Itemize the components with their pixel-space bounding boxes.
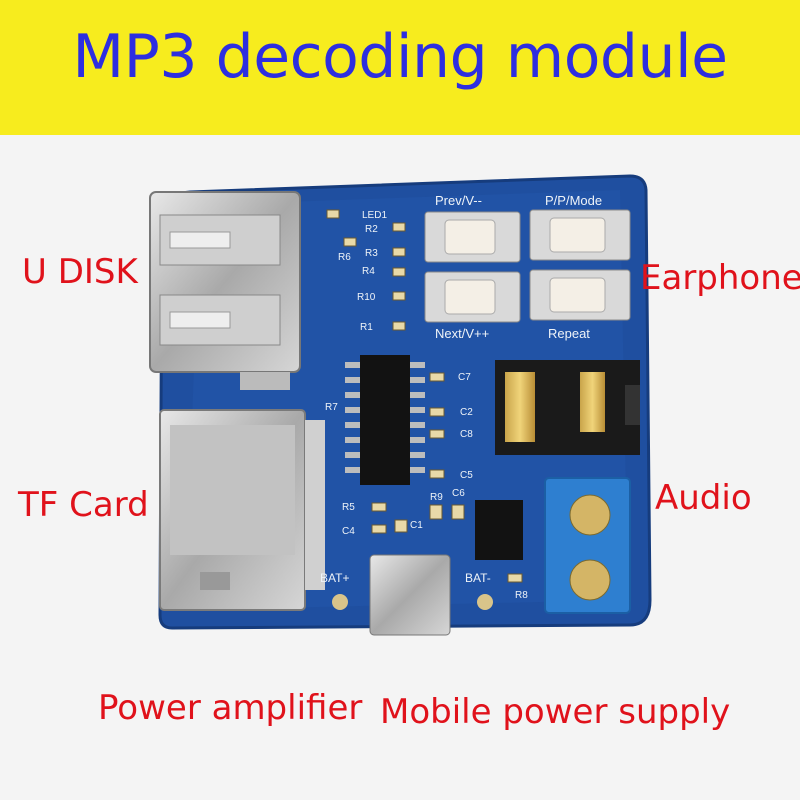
silk-r3: R3 [365,248,378,259]
btn-label-repeat: Repeat [548,326,590,341]
silk-r4: R4 [362,266,375,277]
label-mobile-power-supply: Mobile power supply [380,692,731,732]
amplifier-ic [475,500,523,560]
label-u-disk: U DISK [22,252,138,292]
silk-c1: C1 [410,520,423,531]
silk-r7: R7 [325,402,338,413]
silk-led1: LED1 [362,210,387,221]
label-power-amplifier: Power amplifier [98,688,363,728]
silk-c2: C2 [460,407,473,418]
audio-jack [495,360,640,455]
silk-c8: C8 [460,429,473,440]
btn-label-prev: Prev/V-- [435,193,482,208]
tactile-buttons [424,209,631,323]
label-tf-card: TF Card [18,485,149,525]
label-earphone: Earphone [640,258,800,298]
silk-bat-minus: BAT- [465,571,491,585]
btn-label-next: Next/V++ [435,326,489,341]
banner-title: MP3 decoding module [72,22,728,92]
silk-r1: R1 [360,322,373,333]
silk-r8: R8 [515,590,528,601]
silk-r5: R5 [342,502,355,513]
usb-port [149,191,301,390]
silk-c4: C4 [342,526,355,537]
silk-r6: R6 [338,252,351,263]
tf-card-slot [159,409,325,611]
silk-r2: R2 [365,224,378,235]
silk-bat-plus: BAT+ [320,571,349,585]
silk-r9: R9 [430,492,443,503]
title-banner: MP3 decoding module [0,0,800,135]
btn-label-mode: P/P/Mode [545,193,602,208]
silk-r10: R10 [357,292,376,303]
decoder-ic [360,355,410,485]
silk-c7: C7 [458,372,471,383]
micro-usb-port [369,554,451,636]
label-audio: Audio [655,478,752,518]
pcb-photo: Prev/V-- P/P/Mode Next/V++ Repeat LED1 R… [149,174,652,636]
screw-terminal [544,477,631,614]
silk-c5: C5 [460,470,473,481]
silk-c6: C6 [452,488,465,499]
